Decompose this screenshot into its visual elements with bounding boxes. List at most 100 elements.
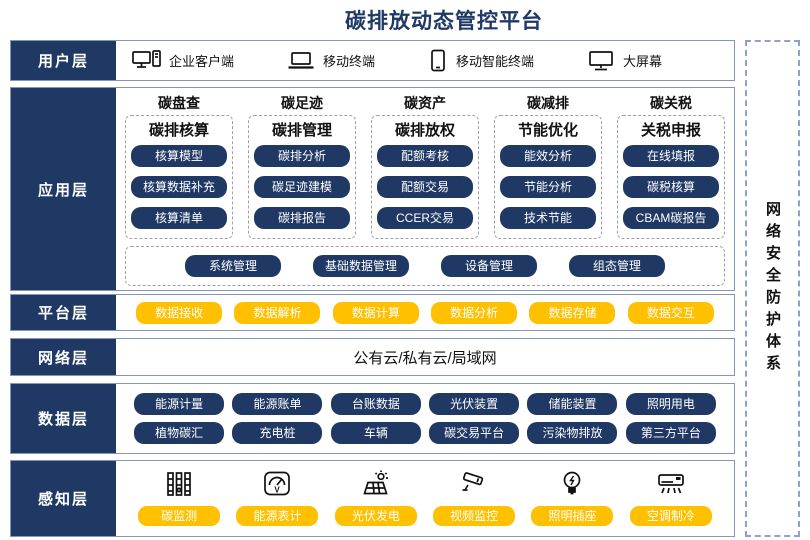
data-source-row: 植物碳汇充电桩车辆碳交易平台污染物排放第三方平台	[130, 422, 720, 444]
app-function-chip: 碳排分析	[254, 145, 350, 167]
page-title: 碳排放动态管控平台	[345, 10, 543, 33]
monitor-icon	[586, 50, 616, 72]
layer-data-label: 数据层	[11, 384, 116, 453]
sense-item: 碳监测	[138, 469, 221, 526]
sense-item: 空调制冷	[629, 469, 712, 526]
laptop-icon	[286, 50, 316, 72]
app-module-box: 碳排核算 核算模型核算数据补充核算清单	[125, 115, 233, 239]
app-function-chip: 在线填报	[623, 145, 719, 167]
app-module-title: 关税申报	[640, 122, 701, 139]
user-terminal-label: 企业客户端	[169, 54, 235, 69]
data-source-chip: 储能装置	[527, 393, 618, 415]
user-terminal-item: 移动终端	[286, 50, 375, 72]
platform-capability-chip: 数据计算	[332, 301, 419, 324]
common-module-chip: 设备管理	[441, 255, 537, 277]
data-source-chip: 光伏装置	[429, 393, 520, 415]
security-sidebar-label: 网络安全防护体系	[764, 200, 781, 377]
platform-capability-chip: 数据解析	[234, 301, 321, 324]
app-function-chip: CCER交易	[377, 207, 473, 229]
layer-app-content: 碳盘查 碳排核算 核算模型核算数据补充核算清单 碳足迹 碳排管理 碳排	[116, 88, 734, 290]
data-source-chip: 台账数据	[330, 393, 421, 415]
data-source-chip: 碳交易平台	[429, 422, 520, 444]
app-module-title: 碳排管理	[271, 122, 332, 139]
app-function-list: 核算模型核算数据补充核算清单	[130, 145, 228, 229]
app-function-chip: 配额交易	[377, 176, 473, 198]
layer-platform-label: 平台层	[11, 295, 116, 330]
data-source-chip: 污染物排放	[527, 422, 618, 444]
data-source-chip: 充电桩	[232, 422, 323, 444]
meter-icon: V	[262, 469, 292, 499]
common-module-chip: 组态管理	[569, 255, 665, 277]
layer-data-content: 能源计量能源账单台账数据光伏装置储能装置照明用电 植物碳汇充电桩车辆碳交易平台污…	[116, 384, 734, 453]
desktop-pc-icon	[132, 49, 162, 72]
bulb-icon	[557, 469, 587, 499]
user-terminal-item: 企业客户端	[132, 49, 235, 72]
cctv-icon	[459, 469, 489, 499]
app-category-title: 碳盘查	[158, 95, 200, 111]
user-terminal-label: 移动智能终端	[455, 54, 534, 69]
data-source-chip: 植物碳汇	[134, 422, 225, 444]
layer-perception-label: 感知层	[11, 461, 116, 536]
app-function-chip: 核算清单	[131, 207, 227, 229]
app-function-chip: 能效分析	[500, 145, 596, 167]
app-category-title: 碳资产	[404, 95, 446, 111]
common-module-chip: 系统管理	[185, 255, 281, 277]
sense-item: V 能源表计	[236, 469, 319, 526]
data-source-chip: 能源账单	[232, 393, 323, 415]
layer-perception: 感知层 碳监测	[10, 460, 735, 537]
app-category-title: 碳足迹	[281, 95, 323, 111]
app-function-chip: 碳足迹建模	[254, 176, 350, 198]
platform-capability-chip: 数据存储	[529, 301, 616, 324]
solar-panel-icon	[361, 469, 391, 499]
app-common-modules-box: 系统管理 基础数据管理 设备管理 组态管理	[125, 246, 725, 286]
app-module-title: 节能优化	[517, 122, 578, 139]
sense-item: 照明插座	[531, 469, 614, 526]
layer-user-content: 企业客户端 移动终端 移动智能终端	[116, 41, 734, 80]
sense-item: 光伏发电	[334, 469, 417, 526]
sense-label-chip: 碳监测	[138, 506, 221, 526]
svg-text:V: V	[275, 486, 281, 495]
app-category-title: 碳减排	[527, 95, 569, 111]
security-sidebar: 网络安全防护体系	[745, 40, 800, 537]
layer-user-label: 用户层	[11, 41, 116, 80]
layer-app: 应用层 碳盘查 碳排核算 核算模型核算数据补充核算清单 碳足迹 碳排管理	[10, 87, 735, 291]
layer-platform-content: 数据接收数据解析数据计算数据分析数据存储数据交互	[116, 295, 734, 330]
app-module-title: 碳排放权	[394, 122, 455, 139]
app-function-chip: 碳排报告	[254, 207, 350, 229]
layer-network-label: 网络层	[11, 339, 116, 375]
air-conditioner-icon	[656, 469, 686, 499]
sense-label-chip: 能源表计	[236, 506, 319, 526]
user-terminal-item: 移动智能终端	[427, 49, 534, 73]
layer-platform: 平台层 数据接收数据解析数据计算数据分析数据存储数据交互	[10, 294, 735, 331]
app-function-chip: 技术节能	[500, 207, 596, 229]
app-column-carbon-inventory: 碳盘查 碳排核算 核算模型核算数据补充核算清单	[125, 91, 233, 239]
data-source-chip: 能源计量	[134, 393, 225, 415]
platform-capability-chip: 数据交互	[627, 301, 714, 324]
data-source-chip: 照明用电	[625, 393, 716, 415]
user-terminal-item: 大屏幕	[586, 50, 662, 72]
tablet-icon	[427, 49, 449, 73]
app-function-list: 碳排分析碳足迹建模碳排报告	[253, 145, 351, 229]
layer-data: 数据层 能源计量能源账单台账数据光伏装置储能装置照明用电 植物碳汇充电桩车辆碳交…	[10, 383, 735, 454]
platform-capability-chip: 数据接收	[136, 301, 223, 324]
layer-network: 网络层 公有云/私有云/局域网	[10, 338, 735, 376]
data-source-row: 能源计量能源账单台账数据光伏装置储能装置照明用电	[130, 393, 720, 415]
network-content-text: 公有云/私有云/局域网	[353, 349, 497, 367]
layer-app-label: 应用层	[11, 88, 116, 290]
common-module-chip: 基础数据管理	[313, 255, 409, 277]
app-function-chip: 核算数据补充	[131, 176, 227, 198]
app-columns: 碳盘查 碳排核算 核算模型核算数据补充核算清单 碳足迹 碳排管理 碳排	[125, 91, 725, 239]
layer-user: 用户层 企业客户端 移动终端	[10, 40, 735, 81]
app-function-chip: CBAM碳报告	[623, 207, 719, 229]
data-source-chip: 车辆	[330, 422, 421, 444]
user-terminal-label: 大屏幕	[622, 54, 662, 69]
sense-label-chip: 光伏发电	[334, 506, 417, 526]
app-function-chip: 核算模型	[131, 145, 227, 167]
